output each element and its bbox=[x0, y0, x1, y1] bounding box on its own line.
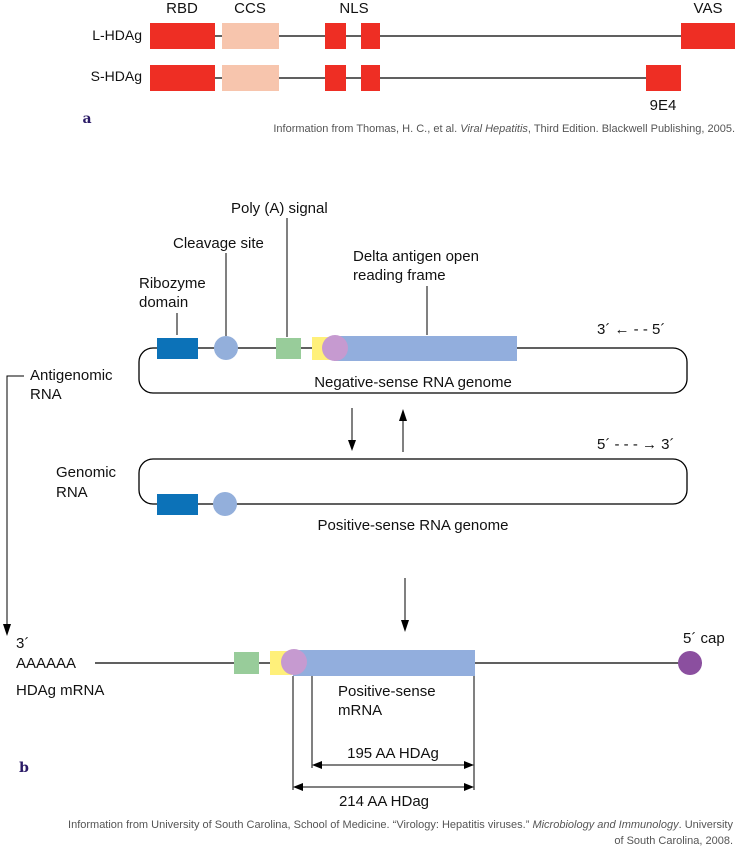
positive-mrna-label-line2: mRNA bbox=[338, 702, 382, 719]
ccs-domain bbox=[222, 65, 279, 91]
antigenomic-label-line1: Antigenomic bbox=[30, 367, 113, 384]
poly-a-signal-box bbox=[234, 652, 259, 674]
antigenomic-pathway-line bbox=[6, 375, 24, 628]
panel-letter-a: a bbox=[82, 111, 91, 127]
epitope-label: 9E4 bbox=[650, 97, 677, 114]
three-prime-label: 3´ bbox=[16, 635, 29, 652]
aa214-arrow-left bbox=[293, 783, 303, 791]
cleavage-site-marker bbox=[214, 336, 238, 360]
up-arrow-head bbox=[399, 409, 407, 421]
rbd-label: RBD bbox=[166, 0, 198, 17]
start-codon-marker bbox=[322, 335, 348, 361]
9e4-epitope bbox=[646, 65, 681, 91]
ccs-label: CCS bbox=[234, 0, 266, 17]
poly-a-signal-box bbox=[276, 338, 301, 359]
orf-label-line2: reading frame bbox=[353, 267, 446, 284]
ribozyme-label-line1: Ribozyme bbox=[139, 275, 206, 292]
aa214-arrow-right bbox=[464, 783, 474, 791]
source-citation-b-line1: Information from University of South Car… bbox=[68, 819, 733, 831]
ribozyme-label-line2: domain bbox=[139, 294, 188, 311]
orf-label-line1: Delta antigen open bbox=[353, 248, 479, 265]
positive-sense-genome-loop bbox=[138, 458, 688, 505]
negative-genome-label: Negative-sense RNA genome bbox=[314, 374, 512, 391]
antigenomic-label-line2: RNA bbox=[30, 386, 62, 403]
aa195-label: 195 AA HDAg bbox=[347, 745, 439, 762]
l-hdag-row: L-HDAg bbox=[92, 23, 735, 49]
cleavage-site-label: Cleavage site bbox=[173, 235, 264, 252]
cleavage-site-marker bbox=[213, 492, 237, 516]
hdag-mrna-label: HDAg mRNA bbox=[16, 682, 104, 699]
source-citation-b-line2: of South Carolina, 2008. bbox=[614, 835, 733, 847]
antigenomic-arrowhead bbox=[3, 624, 11, 636]
poly-a-signal-label: Poly (A) signal bbox=[231, 200, 328, 217]
ribozyme-domain bbox=[157, 494, 198, 515]
nls-domain-2 bbox=[361, 23, 380, 49]
aa195-arrow-right bbox=[464, 761, 474, 769]
five-prime-cap-marker bbox=[678, 651, 702, 675]
rbd-domain bbox=[150, 23, 215, 49]
rbd-domain bbox=[150, 65, 215, 91]
orf-bar bbox=[293, 650, 475, 676]
aa195-arrow-left bbox=[312, 761, 322, 769]
direction-neg: 3´ ← - - 5´ bbox=[597, 321, 665, 338]
source-citation-a: Information from Thomas, H. C., et al. V… bbox=[273, 123, 735, 135]
row-label-l-hdag: L-HDAg bbox=[92, 27, 142, 43]
genomic-label-line2: RNA bbox=[56, 484, 88, 501]
vas-label: VAS bbox=[694, 0, 723, 17]
start-codon-marker bbox=[281, 649, 307, 675]
vas-domain bbox=[681, 23, 735, 49]
nls-label: NLS bbox=[339, 0, 368, 17]
positive-mrna-label-line1: Positive-sense bbox=[338, 683, 436, 700]
direction-pos: 5´ - - - → 3´ bbox=[597, 436, 675, 453]
delta-antigen-orf-bar bbox=[334, 336, 517, 361]
row-label-s-hdag: S-HDAg bbox=[91, 68, 142, 84]
s-hdag-row: S-HDAg 9E4 bbox=[91, 65, 681, 114]
nls-domain-2 bbox=[361, 65, 380, 91]
down-arrow-head bbox=[348, 440, 356, 451]
positive-genome-label: Positive-sense RNA genome bbox=[318, 517, 509, 534]
aa214-label: 214 AA HDag bbox=[339, 793, 429, 810]
panel-a: RBD CCS NLS VAS L-HDAg S-HDAg 9E4 a Info… bbox=[82, 0, 735, 135]
panel-letter-b: b bbox=[19, 760, 29, 776]
panel-b: Poly (A) signal Cleavage site Delta anti… bbox=[3, 200, 733, 847]
ribozyme-domain bbox=[157, 338, 198, 359]
five-prime-cap-label: 5´ cap bbox=[683, 630, 725, 647]
poly-a-tail-label: AAAAAA bbox=[16, 655, 76, 672]
nls-domain-1 bbox=[325, 23, 346, 49]
transcription-arrow-head bbox=[401, 620, 409, 632]
nls-domain-1 bbox=[325, 65, 346, 91]
ccs-domain bbox=[222, 23, 279, 49]
genomic-label-line1: Genomic bbox=[56, 464, 117, 481]
